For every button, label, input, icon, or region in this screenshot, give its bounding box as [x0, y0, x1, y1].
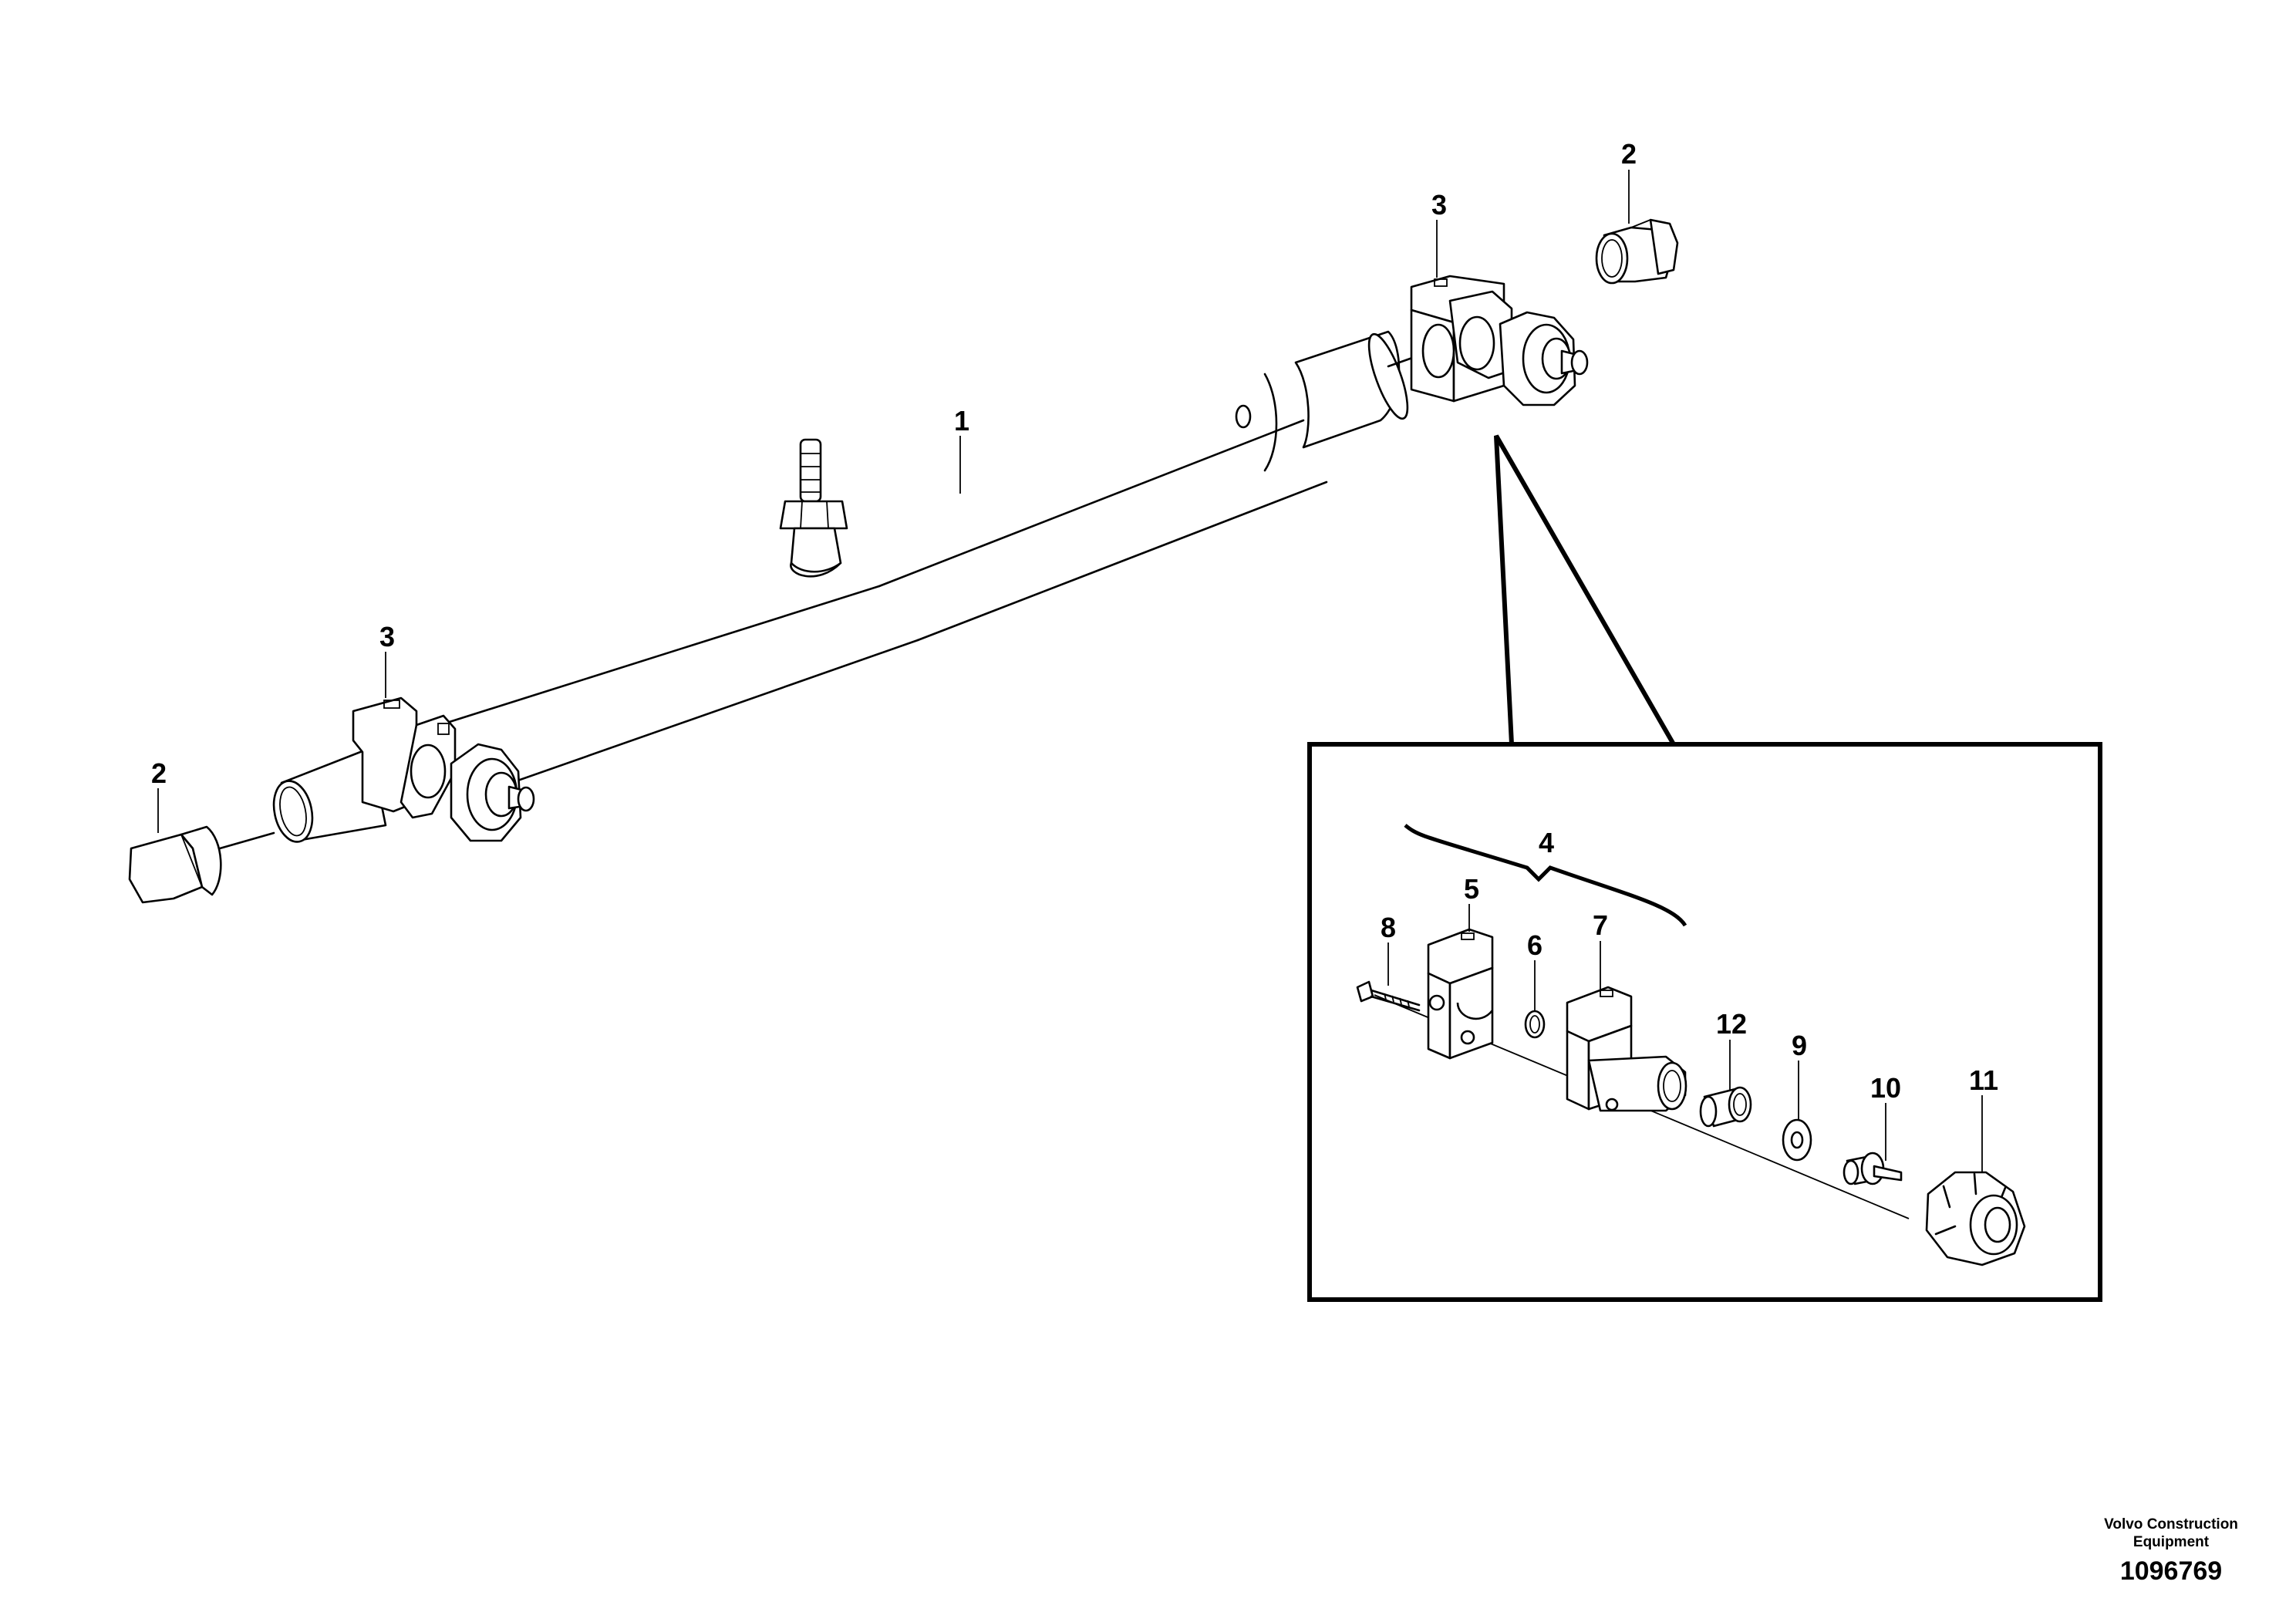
callout-3-left: 3 [379, 621, 395, 653]
footer-brand: Volvo Construction Equipment 1096769 [2104, 1516, 2238, 1586]
hose-barb-fitting [779, 438, 848, 578]
clamp-half-part-7 [1566, 986, 1687, 1112]
detail-callout-leaders [1387, 904, 1983, 1172]
callout-10: 10 [1870, 1072, 1901, 1104]
brand-line-2: Equipment [2133, 1534, 2210, 1550]
callout-2-right: 2 [1621, 138, 1637, 170]
clamp-half-part-5 [1427, 928, 1494, 1060]
callout-numbers: 1 2 3 3 2 4 5 8 6 7 12 9 10 11 [151, 138, 1998, 1104]
detail-zoom-wedge [1494, 434, 1676, 746]
end-cap-part-2-right [1595, 218, 1679, 285]
callout-3-right: 3 [1431, 189, 1447, 221]
callout-5: 5 [1464, 873, 1479, 905]
callout-2-left: 2 [151, 757, 167, 789]
document-number: 1096769 [2120, 1556, 2222, 1586]
callout-4: 4 [1539, 827, 1554, 858]
callout-8: 8 [1381, 912, 1396, 943]
detail-view-frame [1307, 742, 2102, 1302]
callout-leaders [157, 170, 1630, 833]
bolt-part-8 [1356, 980, 1421, 1012]
brand-line-1: Volvo Construction [2104, 1516, 2238, 1533]
pipe-part-1 [438, 330, 1440, 796]
pin-part-10 [1843, 1152, 1903, 1185]
callout-7: 7 [1593, 909, 1608, 941]
washer-part-9 [1782, 1118, 1812, 1162]
bushing-part-12 [1699, 1086, 1752, 1128]
connector-assembly-part-3-right [1410, 275, 1589, 406]
connector-assembly-part-3-left [272, 696, 535, 843]
callout-1: 1 [954, 405, 969, 437]
callout-6: 6 [1527, 929, 1542, 961]
callout-12: 12 [1716, 1008, 1747, 1040]
end-cap-part-2-left [128, 825, 275, 904]
o-ring-part-6 [1524, 1010, 1546, 1039]
group-bracket-part-4 [1404, 824, 1687, 927]
exploded-detail-view [1356, 824, 2026, 1266]
knob-part-11 [1925, 1171, 2026, 1266]
callout-9: 9 [1792, 1030, 1807, 1061]
callout-11: 11 [1969, 1064, 1998, 1096]
